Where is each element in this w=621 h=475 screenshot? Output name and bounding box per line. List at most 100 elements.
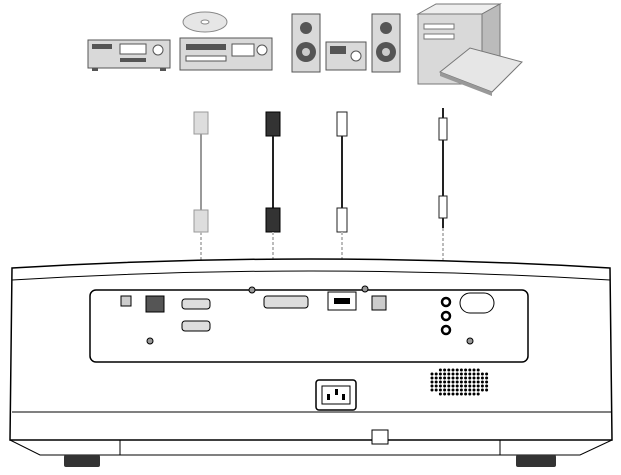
grille-hole (472, 392, 476, 396)
grille-hole (464, 388, 468, 392)
grille-hole (430, 388, 434, 392)
grille-hole (459, 384, 463, 388)
grille-hole (468, 372, 472, 376)
grille-hole (472, 368, 476, 372)
grille-hole (459, 392, 463, 396)
grille-hole (476, 368, 480, 372)
grille-hole (468, 392, 472, 396)
grille-hole (472, 372, 476, 376)
grille-hole (480, 388, 484, 392)
grille-hole (480, 380, 484, 384)
grille-hole (430, 380, 434, 384)
grille-hole (476, 392, 480, 396)
usb-port (120, 295, 132, 307)
grille-hole (443, 372, 447, 376)
grille-hole (472, 388, 476, 392)
grille-hole (438, 392, 442, 396)
grille-hole (430, 372, 434, 376)
grille-hole (451, 392, 455, 396)
speaker-grille (430, 368, 489, 396)
grille-hole (476, 380, 480, 384)
grille-hole (472, 384, 476, 388)
grille-hole (459, 380, 463, 384)
io-panel (89, 285, 529, 363)
grille-hole (447, 380, 451, 384)
grille-hole (485, 384, 489, 388)
grille-hole (468, 376, 472, 380)
grille-hole (434, 384, 438, 388)
grille-hole (451, 368, 455, 372)
grille-hole (476, 376, 480, 380)
grille-hole (443, 368, 447, 372)
grille-hole (438, 388, 442, 392)
grille-hole (485, 372, 489, 376)
grille-hole (485, 380, 489, 384)
grille-hole (438, 368, 442, 372)
grille-hole (485, 376, 489, 380)
grille-hole (443, 376, 447, 380)
lan-port (145, 295, 165, 313)
grille-hole (472, 380, 476, 384)
grille-hole (476, 372, 480, 376)
grille-hole (468, 388, 472, 392)
power-socket (315, 379, 357, 411)
grille-hole (459, 372, 463, 376)
dvd-recorder-icon (179, 11, 273, 71)
grille-hole (451, 384, 455, 388)
rs232-port (181, 320, 211, 332)
grille-hole (451, 372, 455, 376)
grille-hole (438, 376, 442, 380)
grille-hole (443, 384, 447, 388)
grille-hole (447, 388, 451, 392)
grille-hole (434, 380, 438, 384)
grille-hole (476, 384, 480, 388)
grille-hole (443, 392, 447, 396)
grille-hole (451, 376, 455, 380)
svideo-port (371, 295, 387, 311)
grille-hole (468, 380, 472, 384)
grille-hole (464, 376, 468, 380)
stereo-system-icon (291, 13, 401, 73)
grille-hole (464, 372, 468, 376)
grille-hole (464, 380, 468, 384)
grille-hole (459, 368, 463, 372)
grille-hole (468, 368, 472, 372)
grille-hole (455, 376, 459, 380)
grille-hole (459, 388, 463, 392)
grille-hole (434, 376, 438, 380)
grille-hole (438, 372, 442, 376)
grille-hole (447, 376, 451, 380)
dvd-player-icon (87, 39, 171, 71)
grille-hole (443, 388, 447, 392)
vga-port (181, 298, 211, 310)
grille-hole (455, 380, 459, 384)
grille-hole (447, 372, 451, 376)
computer-icon (416, 3, 523, 96)
grille-hole (430, 376, 434, 380)
grille-hole (455, 372, 459, 376)
grille-hole (455, 368, 459, 372)
grille-hole (455, 384, 459, 388)
grille-hole (464, 384, 468, 388)
grille-hole (480, 372, 484, 376)
grille-hole (485, 388, 489, 392)
grille-hole (472, 376, 476, 380)
ir-sensor (459, 292, 495, 314)
grille-hole (468, 384, 472, 388)
grille-hole (459, 376, 463, 380)
grille-hole (464, 368, 468, 372)
grille-hole (434, 372, 438, 376)
grille-hole (447, 368, 451, 372)
grille-hole (430, 384, 434, 388)
dvi-port (263, 295, 309, 309)
grille-hole (464, 392, 468, 396)
grille-hole (447, 384, 451, 388)
grille-hole (480, 384, 484, 388)
grille-hole (447, 392, 451, 396)
grille-hole (476, 388, 480, 392)
grille-hole (443, 380, 447, 384)
grille-hole (455, 388, 459, 392)
grille-hole (451, 380, 455, 384)
grille-hole (434, 388, 438, 392)
